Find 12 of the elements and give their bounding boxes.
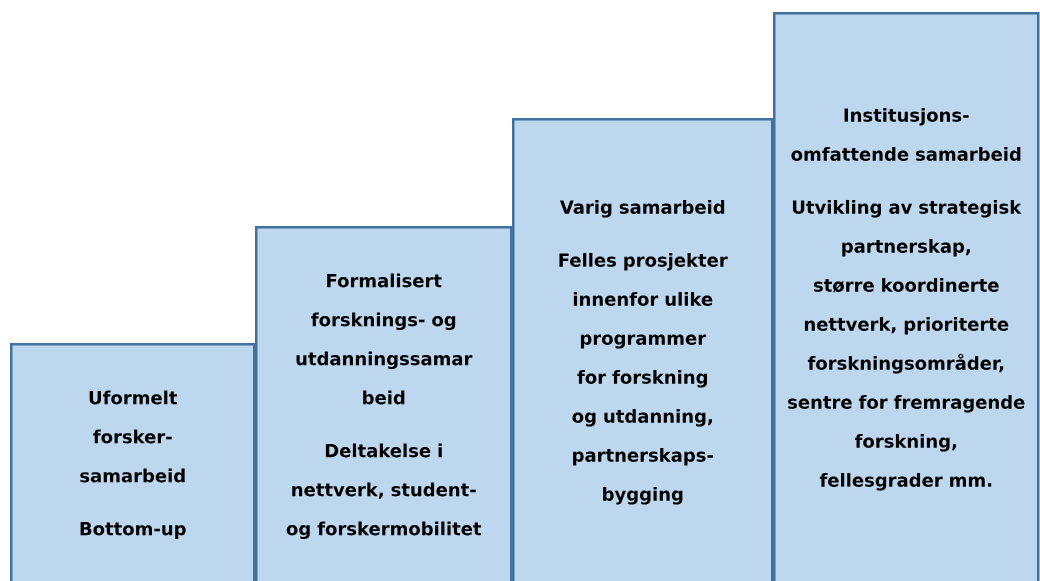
box-description: Deltakelse i nettverk, student- og forskermobilitet xyxy=(286,443,482,540)
box-heading: Uformelt forsker- samarbeid xyxy=(80,390,185,483)
step-box xyxy=(255,226,513,581)
step-box xyxy=(512,118,774,581)
step-box xyxy=(773,12,1040,581)
box-description: Bottom-up xyxy=(80,522,186,539)
box-description: Felles prosjekter innenfor ulike programmer for forskning og utdanning, partnerskaps- bygging xyxy=(559,252,728,505)
box-description: Utvikling av strategisk partnerskap, større koordinerte nettverk, prioriterte forskningsområder, sentre for fremragende forskning, fellesgrader mm. xyxy=(788,199,1025,491)
box-heading: Formalisert forsknings- og utdanningssamar beid xyxy=(296,273,473,405)
step-box xyxy=(10,343,256,581)
box-heading: Institusjons- omfattende samarbeid xyxy=(791,107,1021,161)
box-heading: Varig samarbeid xyxy=(559,199,725,218)
